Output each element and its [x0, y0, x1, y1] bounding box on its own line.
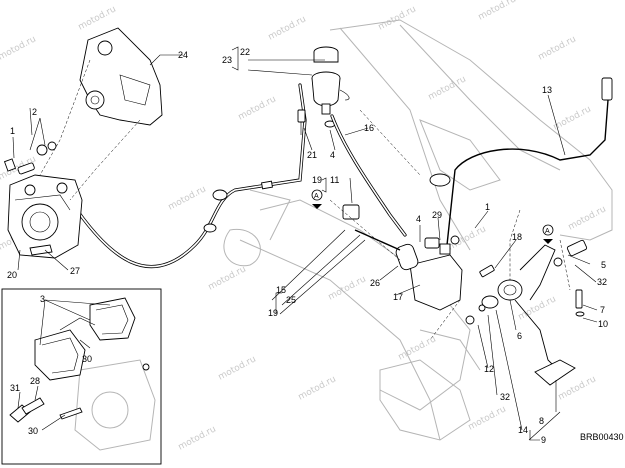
- callout-2: 2: [32, 107, 37, 117]
- watermark: motod.ru: [557, 374, 598, 402]
- brake-caliper: [7, 174, 83, 259]
- callout-19b: 19: [268, 308, 278, 318]
- callout-5: 5: [601, 260, 606, 270]
- watermark: motod.ru: [177, 424, 218, 452]
- brake-pad-inset: [1, 288, 162, 465]
- callout-21: 21: [307, 150, 317, 160]
- callout-14: 14: [518, 425, 528, 435]
- callout-30b: 30: [28, 426, 38, 436]
- callout-23: 23: [222, 55, 232, 65]
- watermark: motod.ru: [377, 4, 418, 32]
- caliper-bracket: [79, 27, 163, 126]
- callout-17: 17: [393, 292, 403, 302]
- marker-a-label: A: [314, 193, 319, 200]
- brake-fluid-reservoir: [311, 46, 350, 115]
- watermark: motod.ru: [237, 94, 278, 122]
- watermark: motod.ru: [467, 404, 508, 432]
- callout-1b: 1: [485, 202, 490, 212]
- watermark: motod.ru: [297, 374, 338, 402]
- callout-25: 25: [286, 295, 296, 305]
- callout-8: 8: [539, 416, 544, 426]
- hose-grommet: [212, 189, 228, 201]
- watermark: motod.ru: [477, 0, 518, 23]
- callout-1: 1: [10, 126, 15, 136]
- callout-9: 9: [541, 435, 546, 445]
- callout-16: 16: [364, 123, 374, 133]
- watermark: motod.ru: [327, 274, 368, 302]
- callout-10: 10: [598, 319, 608, 329]
- rear-master-cylinder: [342, 204, 495, 311]
- callout-22: 22: [240, 47, 250, 57]
- reference-marker-a-2: A: [542, 224, 554, 244]
- assembly-guide-lines: [39, 59, 571, 341]
- brake-light-switch-cable: [429, 77, 613, 246]
- marker-a-label-2: A: [545, 228, 550, 235]
- callout-3: 3: [40, 294, 45, 304]
- callout-20: 20: [7, 270, 17, 280]
- watermark: motod.ru: [77, 4, 118, 32]
- watermark: motod.ru: [552, 104, 593, 132]
- callout-27: 27: [70, 266, 80, 276]
- callout-leaders: [12, 46, 598, 441]
- callout-29: 29: [432, 210, 442, 220]
- callout-26: 26: [370, 278, 380, 288]
- callout-19: 19: [312, 175, 322, 185]
- rear-brake-hose: [68, 83, 307, 269]
- callout-13: 13: [542, 85, 552, 95]
- watermark: motod.ru: [517, 294, 558, 322]
- reservoir-hose: [330, 114, 407, 237]
- callout-32: 32: [597, 277, 607, 287]
- reference-marker-a: A: [311, 189, 323, 209]
- callout-12: 12: [484, 364, 494, 374]
- reservoir-fixings: [297, 109, 336, 135]
- callout-28: 28: [30, 376, 40, 386]
- hose-grommet: [203, 223, 217, 233]
- callout-6: 6: [517, 331, 522, 341]
- watermark: motod.ru: [207, 264, 248, 292]
- watermark: motod.ru: [537, 34, 578, 62]
- callout-30: 30: [82, 354, 92, 364]
- callout-11: 11: [330, 175, 339, 185]
- callout-7: 7: [600, 305, 605, 315]
- callout-15: 15: [276, 285, 286, 295]
- brake-pedal: [465, 239, 588, 386]
- callout-18: 18: [512, 232, 522, 242]
- callout-labels: 1 2 24 20 27 22 23 21 4 16 19 11 13 4 29…: [7, 47, 608, 445]
- callout-31: 31: [10, 383, 20, 393]
- callout-4: 4: [330, 150, 335, 160]
- watermark: motod.ru: [217, 354, 258, 382]
- drawing-code: BRB00430: [580, 432, 624, 442]
- callout-4b: 4: [416, 214, 421, 224]
- callout-32b: 32: [500, 392, 510, 402]
- watermark: motod.ru: [267, 14, 308, 42]
- watermark: motod.ru: [427, 74, 468, 102]
- watermark: motod.ru: [167, 184, 208, 212]
- callout-24: 24: [178, 50, 188, 60]
- watermark: motod.ru: [0, 34, 38, 62]
- caliper-bolts: [3, 141, 57, 256]
- watermark: motod.ru: [567, 204, 608, 232]
- watermark: motod.ru: [397, 334, 438, 362]
